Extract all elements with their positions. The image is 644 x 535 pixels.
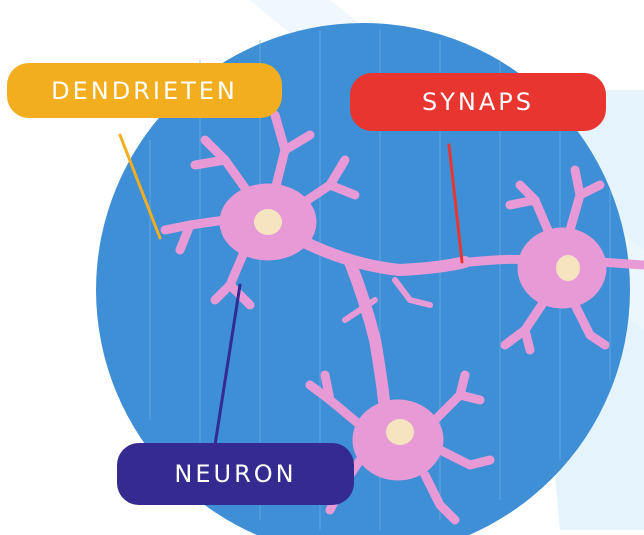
- dendrites-label-text: DENDRIETEN: [51, 77, 238, 105]
- synapse-label: SYNAPS: [350, 73, 606, 131]
- neuron-label: NEURON: [117, 443, 354, 505]
- nucleus: [386, 419, 414, 445]
- nucleus: [254, 209, 282, 235]
- synapse-label-text: SYNAPS: [422, 88, 534, 116]
- neuron-label-text: NEURON: [174, 460, 296, 488]
- nucleus: [556, 255, 580, 281]
- dendrites-label: DENDRIETEN: [7, 63, 282, 118]
